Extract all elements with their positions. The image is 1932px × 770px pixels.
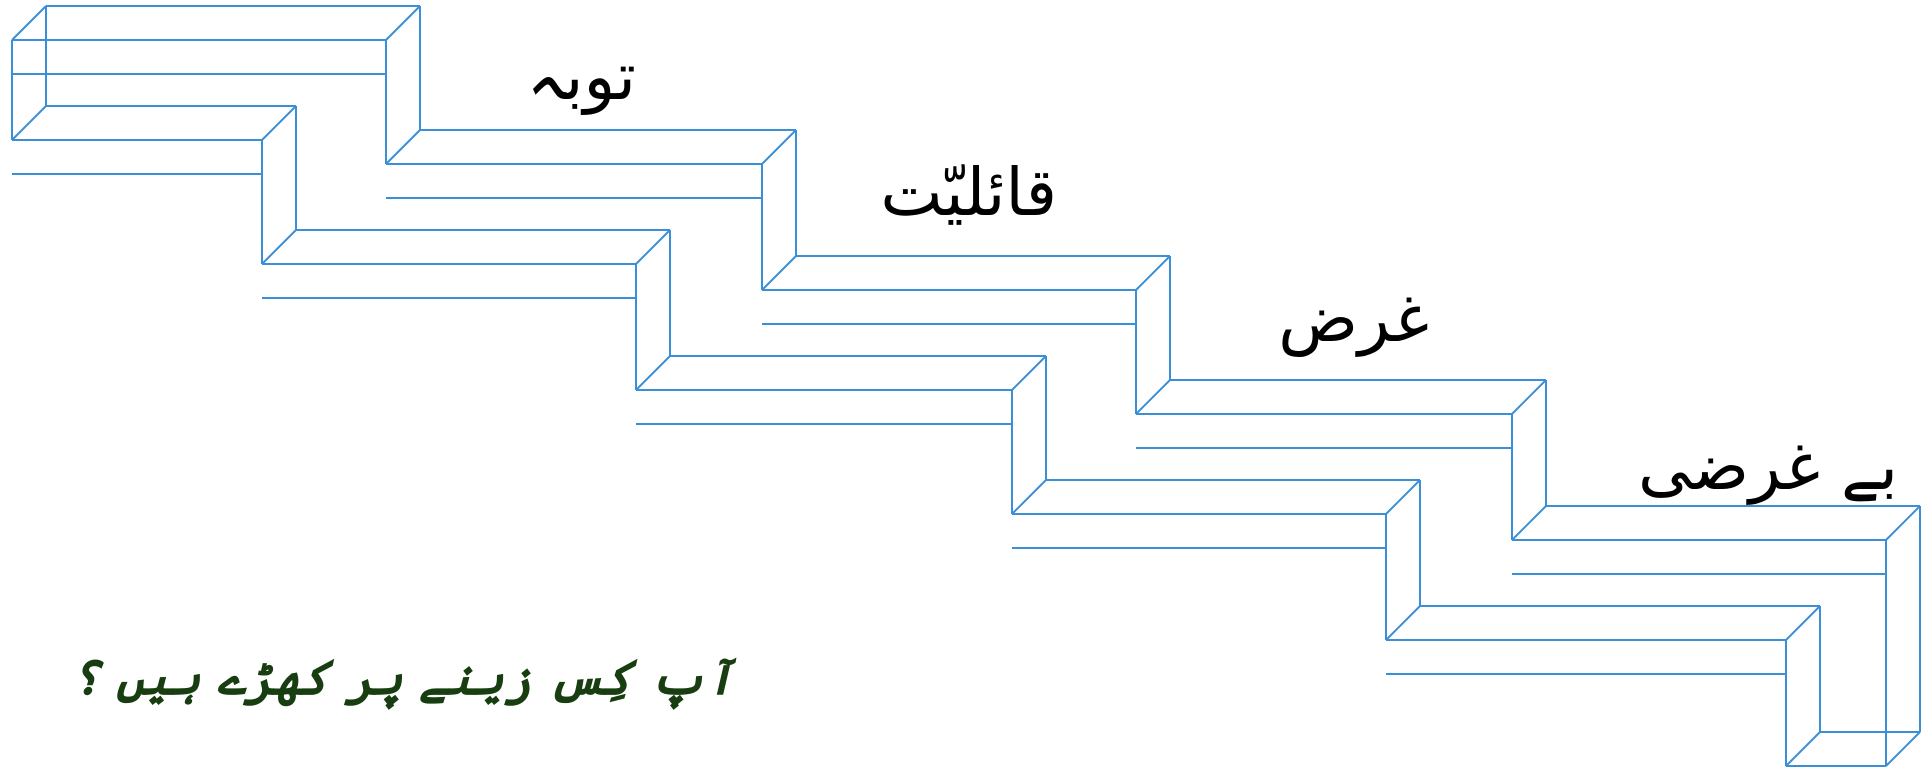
question-text: آپ کِس زینے پر کھڑے ہیں ؟ xyxy=(71,650,734,706)
stair-edge xyxy=(1135,379,1171,415)
stair-edge xyxy=(1785,605,1821,641)
stair-edge xyxy=(1511,505,1547,541)
stair-edge xyxy=(1885,731,1921,767)
stair-edge xyxy=(385,5,421,41)
stair-edge xyxy=(1385,479,1421,515)
stair-edge xyxy=(1011,355,1047,391)
stair-edge xyxy=(11,5,47,41)
stair-edge xyxy=(1011,479,1047,515)
step-label-4: بے غرضی xyxy=(1637,428,1898,505)
stair-edge xyxy=(1885,505,1921,541)
stair-edge xyxy=(1511,379,1547,415)
stair-edge xyxy=(1385,605,1421,641)
stair-edge xyxy=(11,105,47,141)
step-label-3: غرض xyxy=(1278,280,1429,357)
stair-edge xyxy=(1135,255,1171,291)
stair-edge xyxy=(1785,731,1821,767)
stair-edge xyxy=(761,255,797,291)
step-label-2: قائلیّت xyxy=(880,154,1057,231)
stair-edge xyxy=(261,105,297,141)
stair-edge xyxy=(261,229,297,265)
stair-edge xyxy=(635,229,671,265)
stair-edge xyxy=(635,355,671,391)
stair-edge xyxy=(761,129,797,165)
step-label-1: توبہ xyxy=(526,38,636,115)
stair-edge xyxy=(385,129,421,165)
